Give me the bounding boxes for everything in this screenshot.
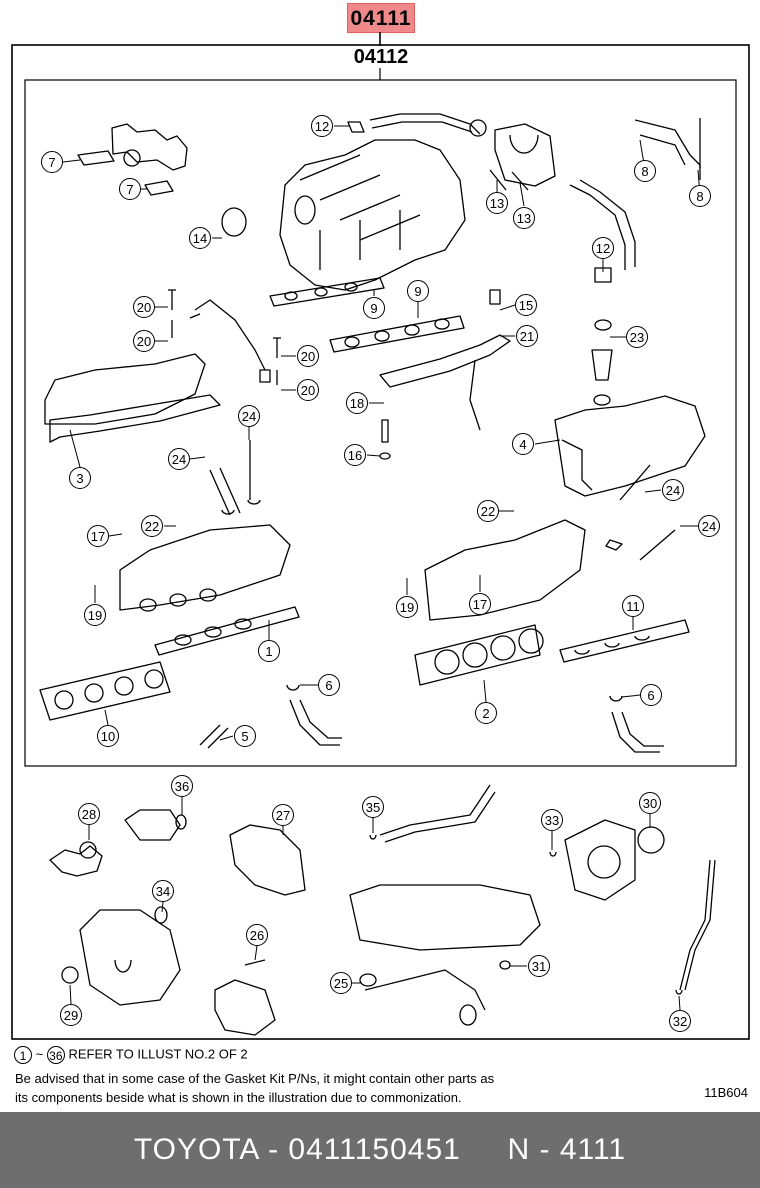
callout-20: 20 [133, 330, 155, 352]
note-line-1: Be advised that in some case of the Gask… [15, 1071, 495, 1086]
legend-text: REFER TO ILLUST NO.2 OF 2 [68, 1046, 248, 1062]
callout-33: 33 [541, 809, 563, 831]
callout-22: 22 [141, 515, 163, 537]
callout-19: 19 [84, 604, 106, 626]
callout-34: 34 [152, 880, 174, 902]
callout-31: 31 [528, 955, 550, 977]
callout-10: 10 [97, 725, 119, 747]
callout-6: 6 [640, 684, 662, 706]
callout-18: 18 [346, 392, 368, 414]
footer-bar: TOYOTA - 0411150451 N - 4111 [0, 1112, 760, 1188]
callout-20: 20 [297, 379, 319, 401]
callout-11: 11 [622, 595, 644, 617]
legend-reference: 1 ~ 36 REFER TO ILLUST NO.2 OF 2 [14, 1046, 248, 1064]
callout-29: 29 [60, 1004, 82, 1026]
callout-6: 6 [318, 674, 340, 696]
callout-4: 4 [512, 433, 534, 455]
callout-22: 22 [477, 500, 499, 522]
callout-23: 23 [626, 326, 648, 348]
callout-35: 35 [362, 796, 384, 818]
callout-25: 25 [330, 972, 352, 994]
callout-7: 7 [41, 151, 63, 173]
callout-13: 13 [486, 192, 508, 214]
callout-12: 12 [311, 115, 333, 137]
subkit-part-number: 04112 [345, 46, 417, 68]
callout-32: 32 [669, 1010, 691, 1032]
callout-24: 24 [698, 515, 720, 537]
callout-20: 20 [297, 345, 319, 367]
callout-24: 24 [168, 448, 190, 470]
gasket-kit-exploded-diagram [11, 32, 750, 1040]
callout-16: 16 [344, 444, 366, 466]
callout-8: 8 [689, 185, 711, 207]
callout-8: 8 [634, 160, 656, 182]
callout-17: 17 [469, 593, 491, 615]
callout-1: 1 [258, 640, 280, 662]
callout-21: 21 [516, 325, 538, 347]
callout-12: 12 [592, 237, 614, 259]
callout-20: 20 [133, 296, 155, 318]
callout-14: 14 [189, 227, 211, 249]
callout-7: 7 [119, 178, 141, 200]
note-line-2: its components beside what is shown in t… [15, 1090, 462, 1105]
footer-part-info: TOYOTA - 0411150451 N - 4111 [133, 1133, 627, 1166]
legend-to: 36 [46, 1046, 65, 1064]
callout-27: 27 [272, 804, 294, 826]
callout-13: 13 [513, 207, 535, 229]
callout-2: 2 [475, 702, 497, 724]
callout-9: 9 [407, 280, 429, 302]
callout-30: 30 [639, 792, 661, 814]
callout-19: 19 [396, 596, 418, 618]
legend-from: 1 [14, 1046, 32, 1064]
callout-15: 15 [515, 294, 537, 316]
callout-26: 26 [246, 924, 268, 946]
illustration-code: 11B604 [704, 1085, 748, 1100]
callout-17: 17 [87, 525, 109, 547]
callout-9: 9 [363, 297, 385, 319]
callout-24: 24 [662, 479, 684, 501]
legend-tilde: ~ [35, 1046, 44, 1062]
callout-28: 28 [78, 803, 100, 825]
callout-3: 3 [69, 467, 91, 489]
kit-part-number: 04111 [347, 3, 415, 33]
callout-36: 36 [171, 775, 193, 797]
callout-24: 24 [238, 405, 260, 427]
callout-5: 5 [234, 725, 256, 747]
